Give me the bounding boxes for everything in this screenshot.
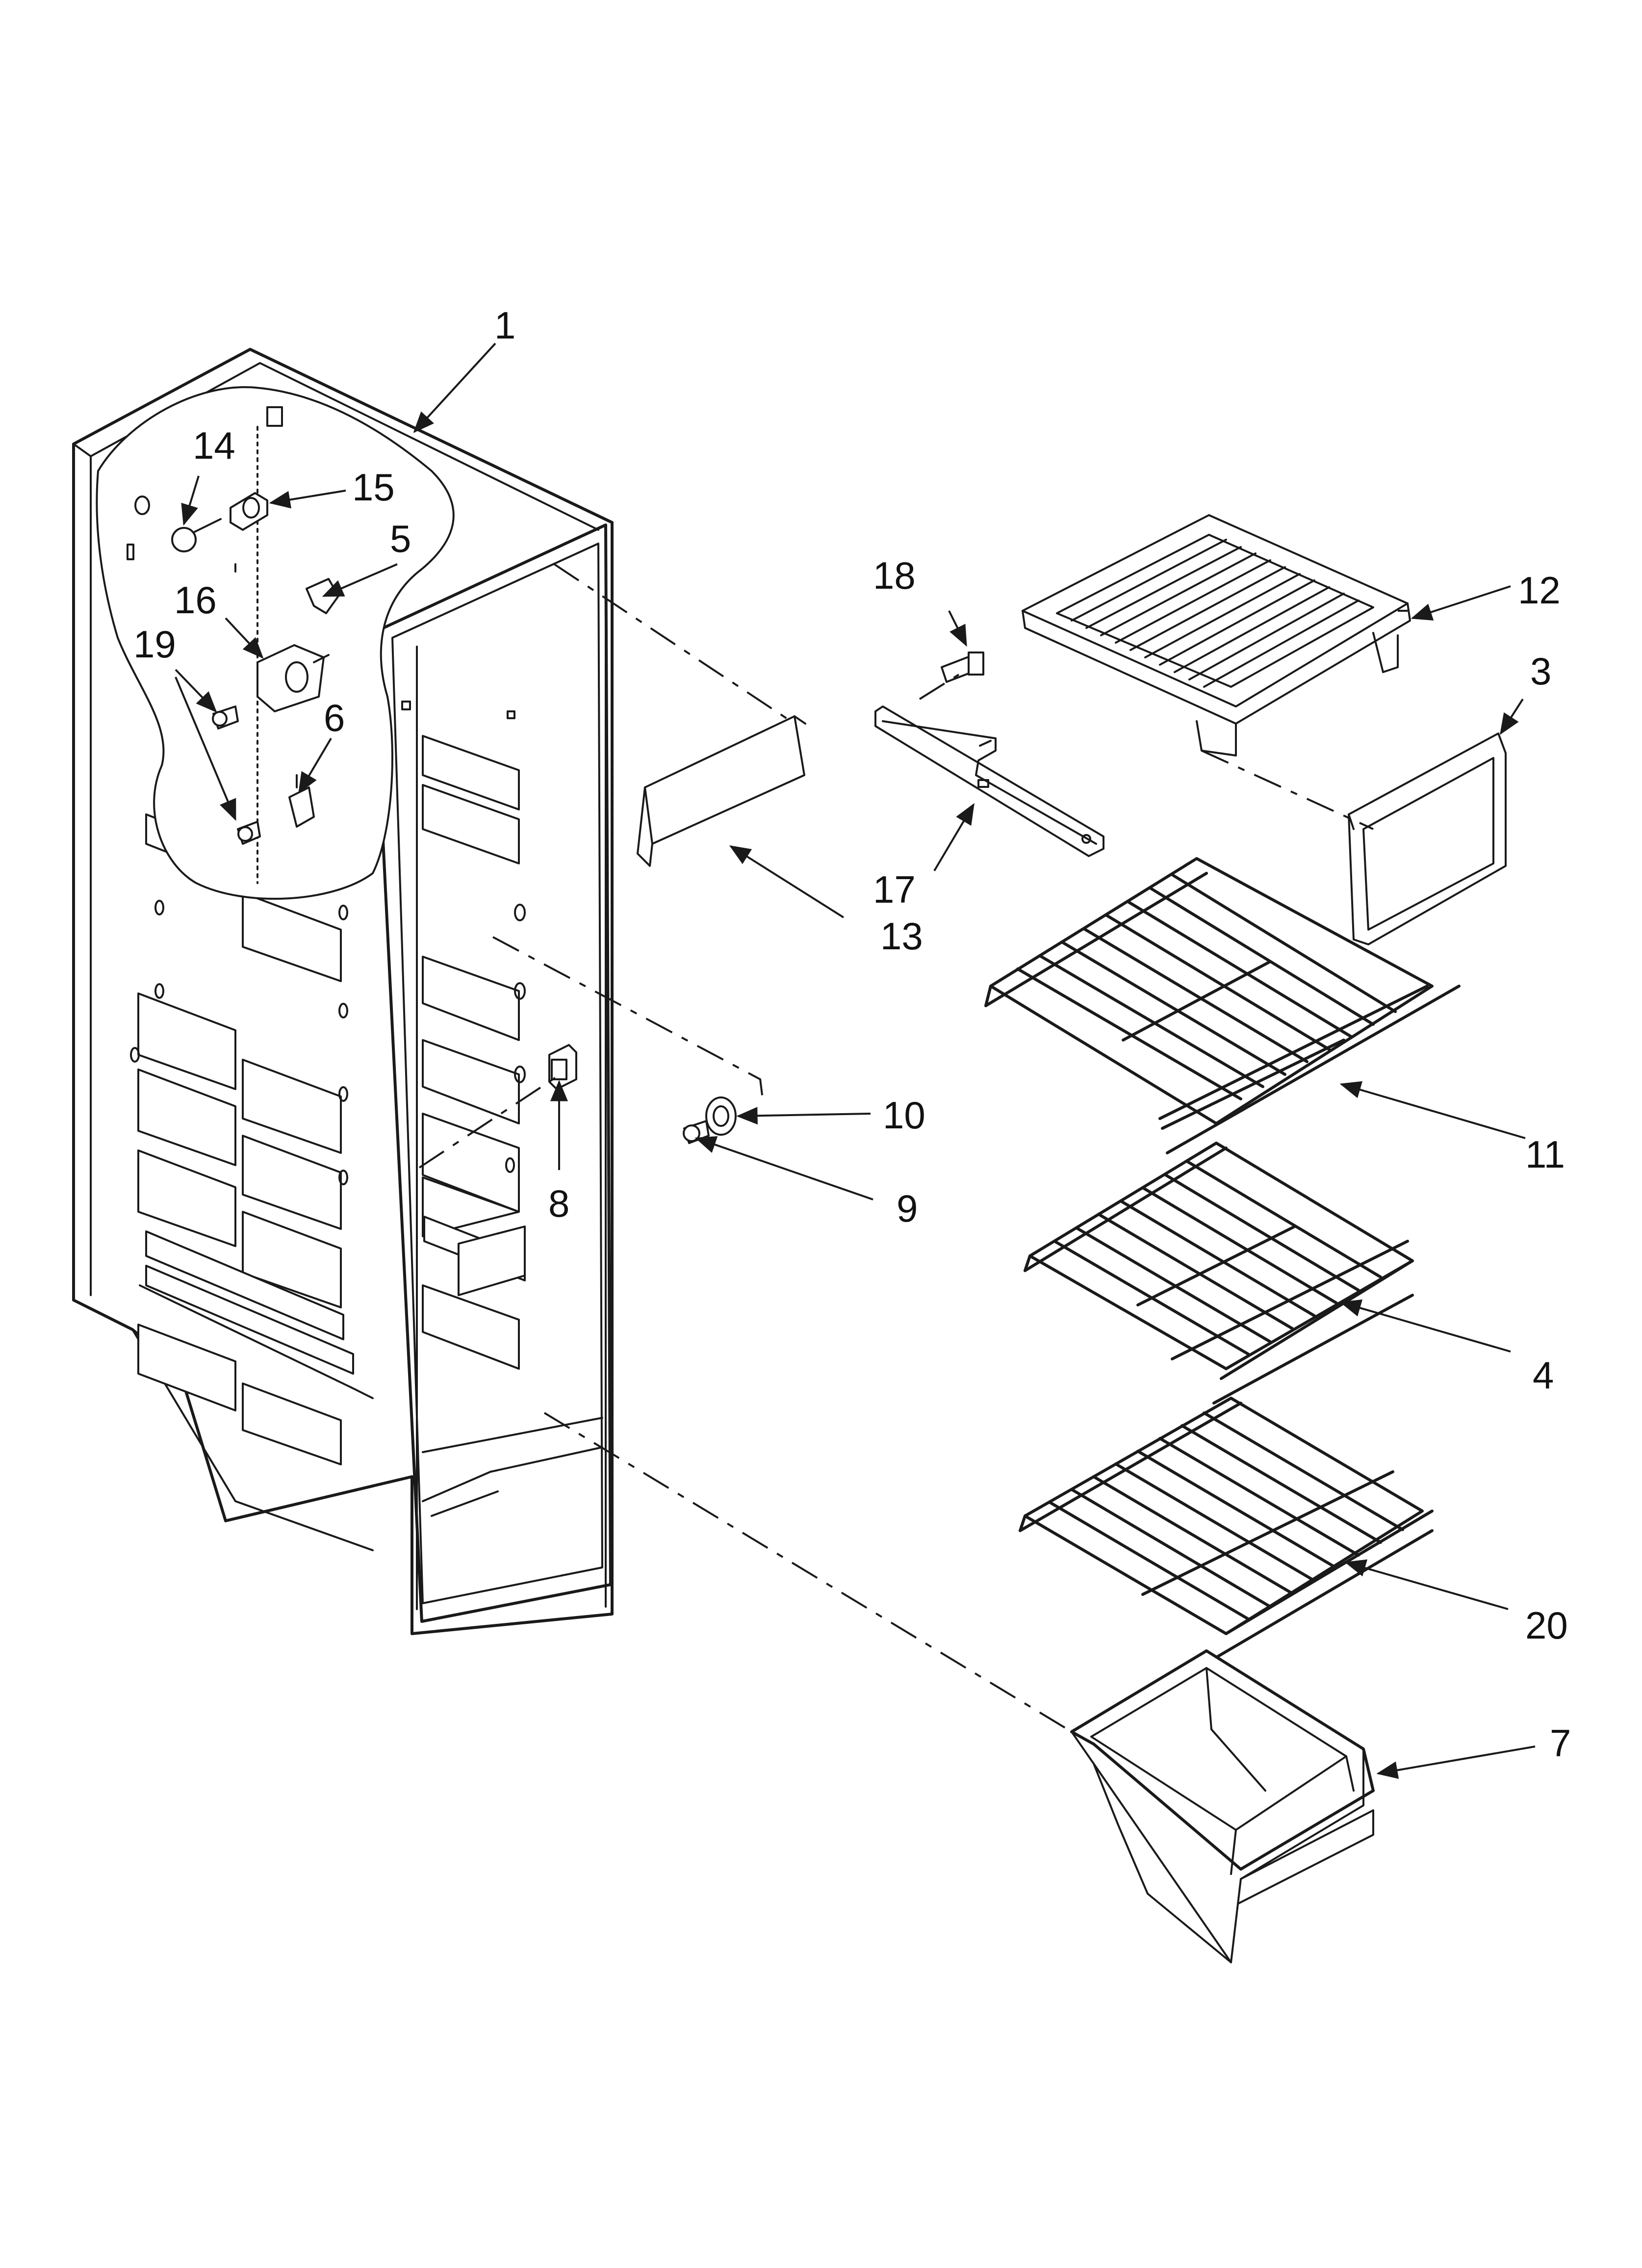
light-bulb-14 (171, 518, 222, 552)
deflector-13 (637, 715, 806, 867)
callout-6: 6 (324, 696, 345, 739)
assembly-lines (418, 563, 1374, 1740)
callout-14: 14 (193, 424, 235, 467)
tray-shelf-12 (1022, 514, 1411, 756)
callout-9: 9 (897, 1187, 918, 1230)
callout-labels: 1 3 4 5 6 7 8 9 10 11 12 13 14 15 16 17 … (133, 304, 1571, 1765)
cam-8 (548, 1044, 577, 1090)
shelf-front-3 (1348, 732, 1507, 945)
screw-19b (237, 821, 261, 845)
callout-12: 12 (1518, 569, 1561, 612)
liner-rib-pads (137, 813, 354, 1465)
shelf-20-wires (1048, 1411, 1404, 1620)
screw-18 (941, 652, 984, 683)
callout-4: 4 (1533, 1354, 1554, 1397)
callout-17: 17 (873, 868, 916, 911)
callout-13: 13 (880, 914, 923, 958)
freezer-bin-7 (1070, 1649, 1375, 1963)
callout-3: 3 (1530, 650, 1551, 693)
control-housing-16 (257, 644, 330, 712)
callout-18: 18 (873, 554, 916, 597)
freezer-liner (72, 348, 614, 1635)
back-wall-rib-pads (422, 735, 526, 1370)
screw-9 (683, 1120, 710, 1144)
wire-shelf-11 (984, 857, 1461, 1154)
callout-16: 16 (174, 578, 217, 622)
wire-shelf-4 (1024, 1142, 1414, 1405)
callout-20: 20 (1525, 1604, 1568, 1647)
callout-1: 1 (494, 304, 515, 347)
callout-19: 19 (133, 623, 176, 666)
callout-5: 5 (390, 517, 411, 560)
spacer-10 (705, 1096, 737, 1136)
wire-shelf-20 (1019, 1397, 1434, 1665)
screw-19a (212, 705, 239, 730)
shelf-support-17 (874, 705, 1104, 857)
liner-holes (130, 701, 526, 1185)
callout-10: 10 (883, 1094, 925, 1137)
callout-11: 11 (1525, 1133, 1565, 1176)
leader-arrows (175, 342, 1536, 1779)
callout-8: 8 (548, 1182, 569, 1225)
shelf-11-wires (1016, 873, 1397, 1100)
callout-7: 7 (1550, 1721, 1571, 1765)
lamp-socket-15 (230, 492, 268, 531)
tray-grid-lines (1071, 539, 1360, 688)
shelf-4-wires (1053, 1160, 1382, 1356)
callout-15: 15 (352, 466, 395, 509)
